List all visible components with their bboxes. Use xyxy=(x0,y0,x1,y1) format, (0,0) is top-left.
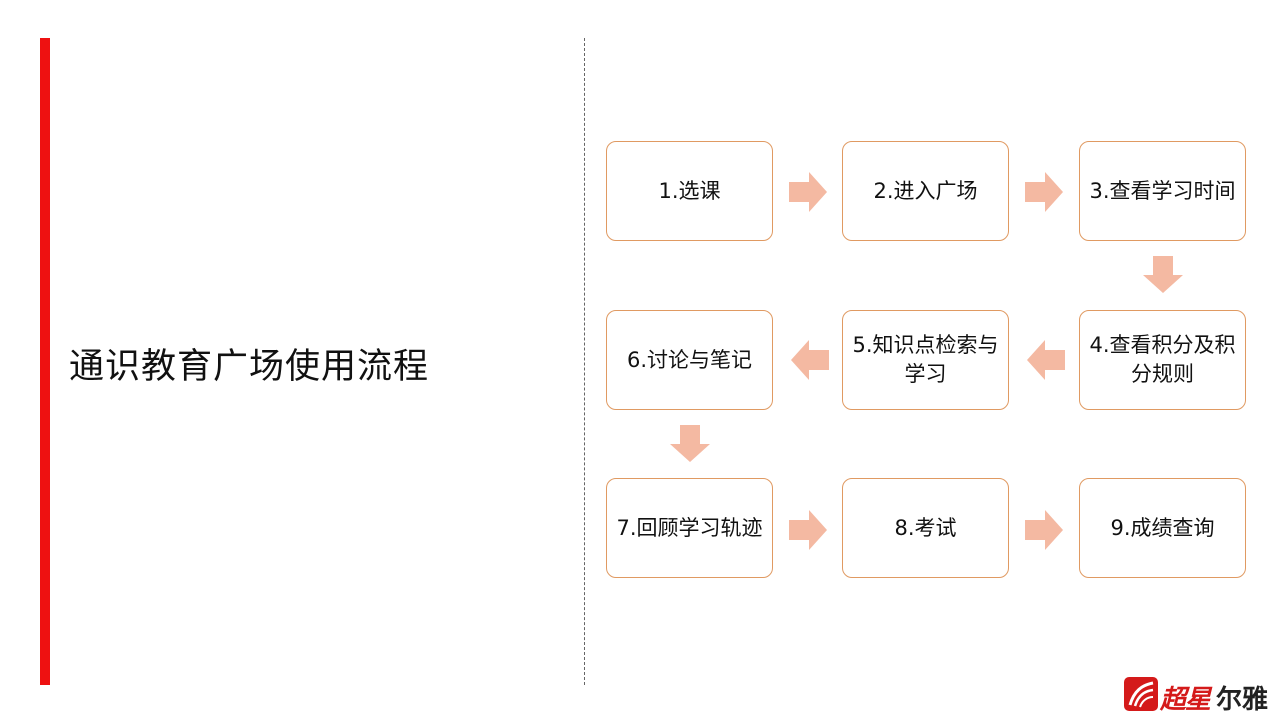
logo-brand-text: 超星 xyxy=(1160,685,1211,715)
arrow-right-8-9 xyxy=(1025,510,1063,550)
arrow-left-5-6 xyxy=(791,340,829,380)
step-7-box: 7.回顾学习轨迹 xyxy=(606,478,773,578)
step-4-box: 4.查看积分及积分规则 xyxy=(1079,310,1246,410)
step-6-label: 6.讨论与笔记 xyxy=(626,347,753,372)
step-3-label: 3.查看学习时间 xyxy=(1089,178,1236,203)
step-1-box: 1.选课 xyxy=(606,141,773,241)
accent-bar xyxy=(40,38,50,685)
step-3-box: 3.查看学习时间 xyxy=(1079,141,1246,241)
step-9-label: 9.成绩查询 xyxy=(1110,515,1215,540)
step-5-label: 5.知识点检索与学习 xyxy=(852,333,999,386)
arrow-right-7-8 xyxy=(789,510,827,550)
step-9-box: 9.成绩查询 xyxy=(1079,478,1246,578)
logo-mark-icon xyxy=(1124,677,1158,711)
step-8-box: 8.考试 xyxy=(842,478,1009,578)
vertical-divider xyxy=(584,38,585,685)
step-2-box: 2.进入广场 xyxy=(842,141,1009,241)
step-1-label: 1.选课 xyxy=(658,178,721,203)
page-title: 通识教育广场使用流程 xyxy=(69,347,430,387)
step-5-box: 5.知识点检索与学习 xyxy=(842,310,1009,410)
arrow-down-6-7 xyxy=(670,425,710,462)
step-4-label: 4.查看积分及积分规则 xyxy=(1089,333,1236,386)
arrow-left-4-5 xyxy=(1027,340,1065,380)
step-8-label: 8.考试 xyxy=(894,515,957,540)
arrow-right-2-3 xyxy=(1025,172,1063,212)
step-7-label: 7.回顾学习轨迹 xyxy=(616,515,763,540)
arrow-right-1-2 xyxy=(789,172,827,212)
step-6-box: 6.讨论与笔记 xyxy=(606,310,773,410)
arrow-down-3-4 xyxy=(1143,256,1183,293)
chaoxing-erya-logo: 超星 尔雅 xyxy=(1124,676,1274,715)
step-2-label: 2.进入广场 xyxy=(873,178,978,203)
logo-suffix-text: 尔雅 xyxy=(1216,685,1269,715)
